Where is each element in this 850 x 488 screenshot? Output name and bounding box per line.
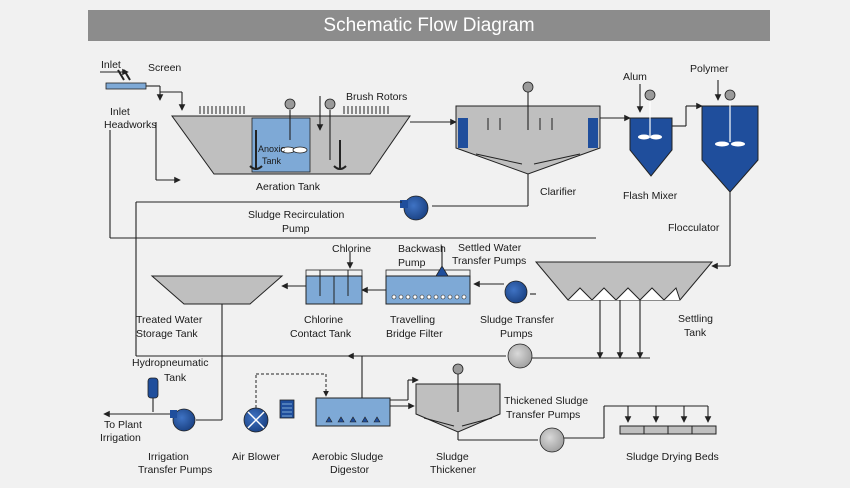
mixer-icon [249, 130, 263, 170]
aeration-tank [171, 96, 457, 175]
clarifier [455, 81, 631, 206]
label-sludge-thickener-1: Sludge [436, 451, 469, 463]
title-bar: Schematic Flow Diagram [88, 10, 770, 41]
gauge-icon [324, 98, 336, 160]
filter-media [391, 294, 467, 300]
mixer-icon [333, 140, 347, 170]
pump-icon [170, 408, 196, 432]
label-chlorine: Chlorine [332, 243, 371, 255]
label-treated-water-storage-tank-2: Storage Tank [136, 328, 198, 340]
brush-rotors-right [343, 106, 389, 114]
chlorine-contact-tank [281, 252, 363, 305]
label-travelling-bridge-filter-2: Bridge Filter [386, 328, 443, 340]
label-anoxic-tank-1: Anoxic [258, 144, 286, 154]
hydropneumatic-tank [147, 377, 159, 412]
gauge-icon [284, 98, 296, 140]
label-backwash-pump-1: Backwash [398, 243, 446, 255]
air-blower-icon [243, 407, 269, 433]
pump-icon [539, 427, 565, 453]
label-thickened-sludge-transfer-pumps-1: Thickened Sludge [504, 395, 588, 407]
label-backwash-pump-2: Pump [398, 257, 426, 269]
label-travelling-bridge-filter-1: Travelling [390, 314, 435, 326]
aerobic-sludge-digestor [315, 397, 415, 427]
label-inlet-headworks-2: Headworks [104, 119, 157, 131]
travelling-bridge-filter [361, 246, 471, 305]
mixer-icon [638, 134, 662, 140]
label-polymer: Polymer [690, 63, 729, 75]
sludge-drying-beds [619, 406, 717, 435]
label-chlorine-contact-tank-1: Chlorine [304, 314, 343, 326]
flocculator [701, 80, 759, 270]
label-inlet: Inlet [101, 59, 121, 71]
inlet-screen [100, 68, 186, 111]
label-treated-water-storage-tank-1: Treated Water [136, 314, 203, 326]
label-irrigation-transfer-pumps-2: Transfer Pumps [138, 464, 212, 476]
pump-icon [400, 195, 429, 221]
label-settled-water-transfer-pumps-2: Transfer Pumps [452, 255, 526, 267]
sludge-recirculation-pump [135, 122, 528, 356]
label-air-blower: Air Blower [232, 451, 280, 463]
sludge-thickener [415, 363, 538, 441]
label-alum: Alum [623, 71, 647, 83]
pump-icon [504, 280, 528, 304]
label-sludge-transfer-pumps-2: Pumps [500, 328, 533, 340]
label-inlet-headworks-1: Inlet [110, 106, 130, 118]
label-aerobic-sludge-digestor-1: Aerobic Sludge [312, 451, 383, 463]
label-flocculator: Flocculator [668, 222, 720, 234]
label-anoxic-tank-2: Tank [262, 156, 282, 166]
label-aerobic-sludge-digestor-2: Digestor [330, 464, 370, 476]
label-sludge-recirculation-pump-2: Pump [282, 223, 310, 235]
settled-water-transfer-pumps [473, 280, 528, 304]
label-flash-mixer: Flash Mixer [623, 190, 678, 202]
label-sludge-recirculation-pump-1: Sludge Recirculation [248, 209, 344, 221]
air-blower [243, 373, 329, 433]
gauge-icon [522, 81, 534, 130]
label-hydropneumatic-tank-2: Tank [164, 372, 187, 384]
label-thickened-sludge-transfer-pumps-2: Transfer Pumps [506, 409, 580, 421]
label-irrigation-transfer-pumps-1: Irrigation [148, 451, 189, 463]
backwash-pump-icon [435, 246, 449, 277]
brush-rotors-left [199, 106, 245, 114]
mixer-icon [715, 141, 745, 147]
page-title: Schematic Flow Diagram [323, 15, 535, 36]
treated-water-storage-tank [150, 275, 284, 420]
label-hydropneumatic-tank-1: Hydropneumatic [132, 357, 208, 369]
sludge-header-line [136, 343, 590, 401]
label-to-plant-irrigation-1: To Plant [104, 419, 142, 431]
gauge-icon [644, 89, 656, 136]
label-settling-tank-2: Tank [684, 327, 707, 339]
mixer-icon [280, 146, 308, 154]
label-settling-tank-1: Settling [678, 313, 713, 325]
label-sludge-drying-beds: Sludge Drying Beds [626, 451, 719, 463]
label-sludge-transfer-pumps-1: Sludge Transfer [480, 314, 555, 326]
label-chlorine-contact-tank-2: Contact Tank [290, 328, 352, 340]
irrigation-transfer-pumps [103, 408, 222, 432]
gauge-icon [452, 363, 464, 412]
label-screen: Screen [148, 62, 181, 74]
label-settled-water-transfer-pumps-1: Settled Water [458, 242, 522, 254]
gauge-icon [724, 89, 736, 142]
label-clarifier: Clarifier [540, 186, 577, 198]
label-to-plant-irrigation-2: Irrigation [100, 432, 141, 444]
settling-tank [530, 261, 714, 359]
flash-mixer [629, 84, 703, 177]
pump-icon [507, 343, 533, 369]
label-brush-rotors: Brush Rotors [346, 91, 407, 103]
label-aeration-tank: Aeration Tank [256, 181, 321, 193]
label-sludge-thickener-2: Thickener [430, 464, 477, 476]
